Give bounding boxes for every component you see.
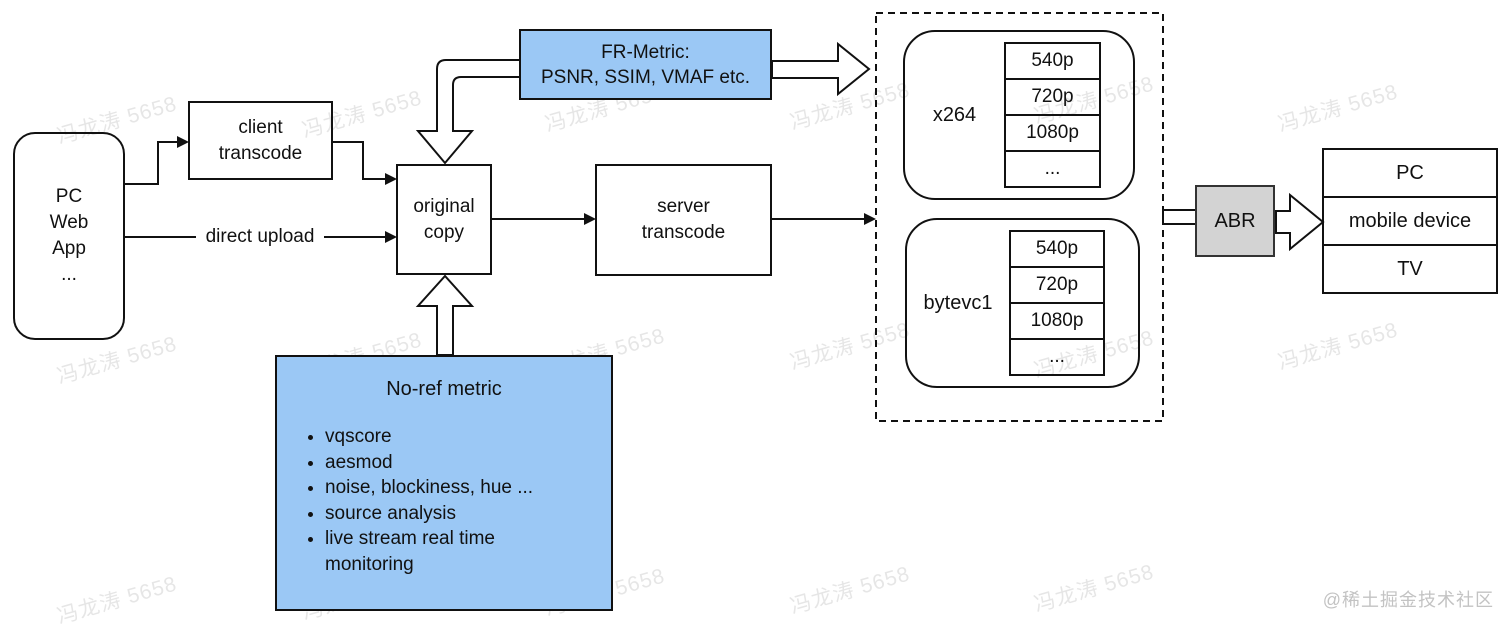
device-pc: PC — [1396, 161, 1424, 184]
arrowhead-original-to-server — [584, 213, 596, 225]
abr-label: ABR — [1214, 210, 1256, 232]
abr-node: ABR — [1195, 185, 1275, 257]
client-transcode-node: client transcode — [188, 101, 333, 180]
direct-upload-label: direct upload — [205, 226, 315, 247]
source-line: PC — [55, 186, 83, 207]
source-node: PC Web App ... — [13, 132, 125, 340]
rendition-720p: 720p — [1009, 266, 1105, 304]
rendition-stack: 540p 720p 1080p ... — [1004, 42, 1101, 188]
arrowhead-server-to-codecs — [864, 213, 876, 225]
rendition-720p: 720p — [1004, 78, 1101, 116]
original-copy-label: original — [413, 195, 475, 217]
arrowhead-source-to-client — [177, 136, 189, 148]
codec-name: x264 — [932, 103, 977, 126]
no-ref-metric-node: No-ref metric vqscore aesmod noise, bloc… — [275, 355, 613, 611]
fr-metric-node: FR-Metric: PSNR, SSIM, VMAF etc. — [519, 29, 772, 100]
source-line: ... — [61, 264, 77, 285]
device-tv: TV — [1324, 244, 1496, 292]
server-transcode-label: transcode — [641, 222, 726, 243]
source-line: Web — [49, 212, 89, 233]
no-ref-metric-title: No-ref metric — [386, 378, 502, 400]
device-mobile: mobile device — [1324, 196, 1496, 244]
rendition-more: ... — [1004, 150, 1101, 188]
arrowhead-client-to-original — [385, 173, 397, 185]
rendition-1080p: 1080p — [1009, 302, 1105, 340]
no-ref-bullet: noise, blockiness, hue ... — [325, 475, 577, 501]
block-arrow-frmetric-to-original — [415, 59, 521, 165]
rendition-stack: 540p 720p 1080p ... — [1009, 230, 1105, 376]
community-credit: @稀土掘金技术社区 — [1322, 590, 1494, 610]
codec-x264-node: x264 540p 720p 1080p ... — [903, 30, 1135, 200]
rendition-more: ... — [1009, 338, 1105, 376]
device-stack: PC mobile device TV — [1322, 148, 1498, 294]
no-ref-metric-list: vqscore aesmod noise, blockiness, hue ..… — [291, 424, 577, 577]
no-ref-bullet: source analysis — [325, 501, 577, 527]
block-connector-codecs-to-abr — [1162, 209, 1197, 225]
no-ref-bullet: vqscore — [325, 424, 577, 450]
fr-metric-title: FR-Metric: — [601, 41, 690, 63]
no-ref-bullet: aesmod — [325, 450, 577, 476]
block-arrow-abr-to-devices — [1275, 192, 1325, 252]
rendition-540p: 540p — [1004, 42, 1101, 80]
client-transcode-label: transcode — [218, 142, 303, 164]
original-copy-node: original copy — [396, 164, 492, 275]
arrowhead-direct-upload — [385, 231, 397, 243]
rendition-540p: 540p — [1009, 230, 1105, 268]
source-line: App — [52, 238, 86, 259]
codec-name: bytevc1 — [923, 291, 993, 314]
codec-bytevc1-node: bytevc1 540p 720p 1080p ... — [905, 218, 1140, 388]
rendition-1080p: 1080p — [1004, 114, 1101, 152]
no-ref-bullet: live stream real time monitoring — [325, 526, 577, 577]
server-transcode-node: server transcode — [595, 164, 772, 276]
arrow-source-to-client — [125, 141, 177, 185]
block-arrow-frmetric-to-codecs — [771, 41, 871, 97]
arrow-client-to-original — [333, 141, 385, 180]
server-transcode-label: server — [657, 196, 710, 217]
block-arrow-noref-to-original — [415, 274, 475, 356]
fr-metric-detail: PSNR, SSIM, VMAF etc. — [540, 66, 751, 88]
original-copy-label: copy — [423, 221, 465, 243]
client-transcode-label: client — [238, 116, 283, 138]
